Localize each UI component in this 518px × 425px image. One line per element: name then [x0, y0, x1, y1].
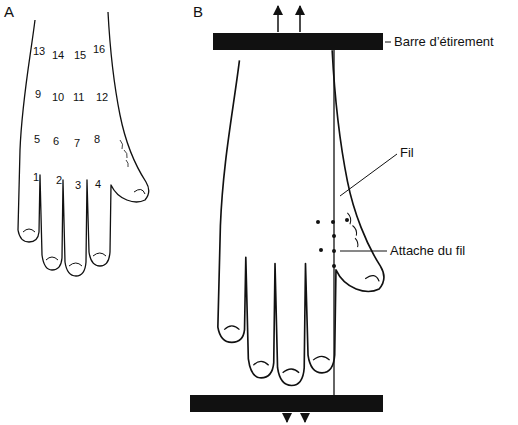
callout-number: 3 — [75, 180, 81, 191]
part-label: Attache du fil — [390, 244, 465, 257]
stretch-bar — [190, 395, 383, 412]
callout-number: 15 — [74, 50, 86, 61]
callout-number: 13 — [33, 46, 45, 57]
force-arrows — [278, 6, 305, 422]
part-label: Barre d’étirement — [394, 35, 494, 48]
part-label: Fil — [400, 146, 414, 159]
callout-number: 12 — [96, 92, 108, 103]
stretch-bar — [213, 33, 383, 50]
callout-number: 8 — [94, 134, 100, 145]
callout-number: 10 — [52, 92, 64, 103]
panel-letter: A — [4, 4, 14, 19]
callout-number: 6 — [53, 136, 59, 147]
hand-a — [18, 12, 149, 276]
callout-number: 5 — [34, 134, 40, 145]
callout-number: 9 — [35, 89, 41, 100]
hand-b — [218, 50, 384, 385]
callout-number: 14 — [52, 50, 64, 61]
callout-number: 11 — [73, 92, 84, 103]
callout-number: 2 — [56, 175, 62, 186]
callout-number: 4 — [95, 179, 101, 190]
callout-number: 7 — [74, 138, 80, 149]
panel-letter: B — [193, 4, 203, 19]
callout-number: 1 — [33, 172, 39, 183]
attachment-dots — [316, 218, 349, 268]
callout-number: 16 — [93, 44, 105, 55]
leader-lines — [340, 42, 397, 251]
